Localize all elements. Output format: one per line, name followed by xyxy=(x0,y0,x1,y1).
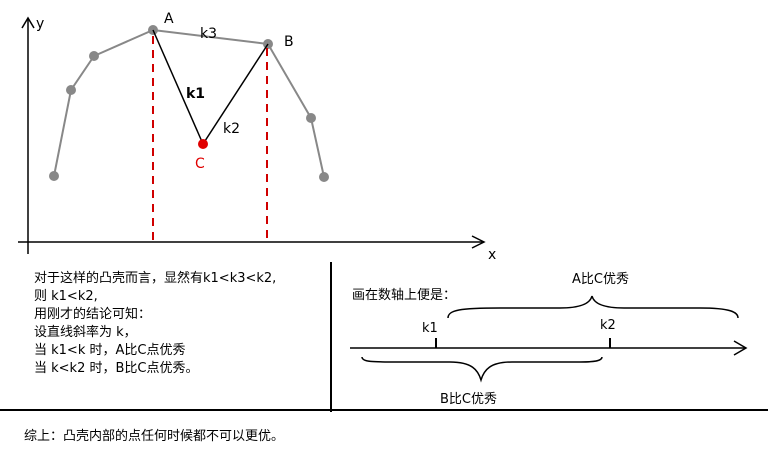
label-k1: k1 xyxy=(186,86,205,102)
x-axis-label: x xyxy=(488,247,496,263)
conclusion-text: 综上：凸壳内部的点任何时候都不可以更优。 xyxy=(24,429,285,444)
left-panel-line: 对于这样的凸壳而言，显然有k1<k3<k2, xyxy=(34,271,277,286)
lower-brace-label: B比C优秀 xyxy=(440,392,497,407)
number-line-k2: k2 xyxy=(600,318,616,333)
x-axis-arrow xyxy=(471,235,486,249)
label-k2: k2 xyxy=(223,121,240,137)
line-ac xyxy=(152,29,204,145)
line-cb xyxy=(202,43,269,145)
left-panel-line: 则 k1<k2, xyxy=(34,289,98,304)
number-line-k1: k1 xyxy=(422,321,438,336)
point-c xyxy=(198,139,208,149)
upper-brace xyxy=(447,295,739,319)
left-panel: 对于这样的凸壳而言，显然有k1<k3<k2, 则 k1<k2, 用刚才的结论可知… xyxy=(34,270,276,378)
lower-brace xyxy=(361,356,603,383)
left-panel-line: 当 k<k2 时，B比C点优秀。 xyxy=(34,361,199,376)
y-axis-arrow xyxy=(21,16,35,29)
upper-brace-label: A比C优秀 xyxy=(572,272,629,287)
y-axis-label: y xyxy=(36,16,44,32)
right-panel-title: 画在数轴上便是： xyxy=(352,288,456,303)
hull-point xyxy=(49,171,59,181)
left-panel-line: 设直线斜率为 k， xyxy=(34,325,137,340)
left-panel-line: 当 k1<k 时，A比C点优秀 xyxy=(34,343,186,358)
left-panel-line: 用刚才的结论可知： xyxy=(34,307,152,322)
label-k3: k3 xyxy=(200,26,217,42)
label-a: A xyxy=(164,11,174,27)
number-line-arrow xyxy=(733,340,748,356)
hull-point xyxy=(319,172,329,182)
hull-point xyxy=(89,51,99,61)
label-c: C xyxy=(195,156,205,172)
hull-point xyxy=(66,85,76,95)
label-b: B xyxy=(284,34,294,50)
hull-point xyxy=(306,113,316,123)
